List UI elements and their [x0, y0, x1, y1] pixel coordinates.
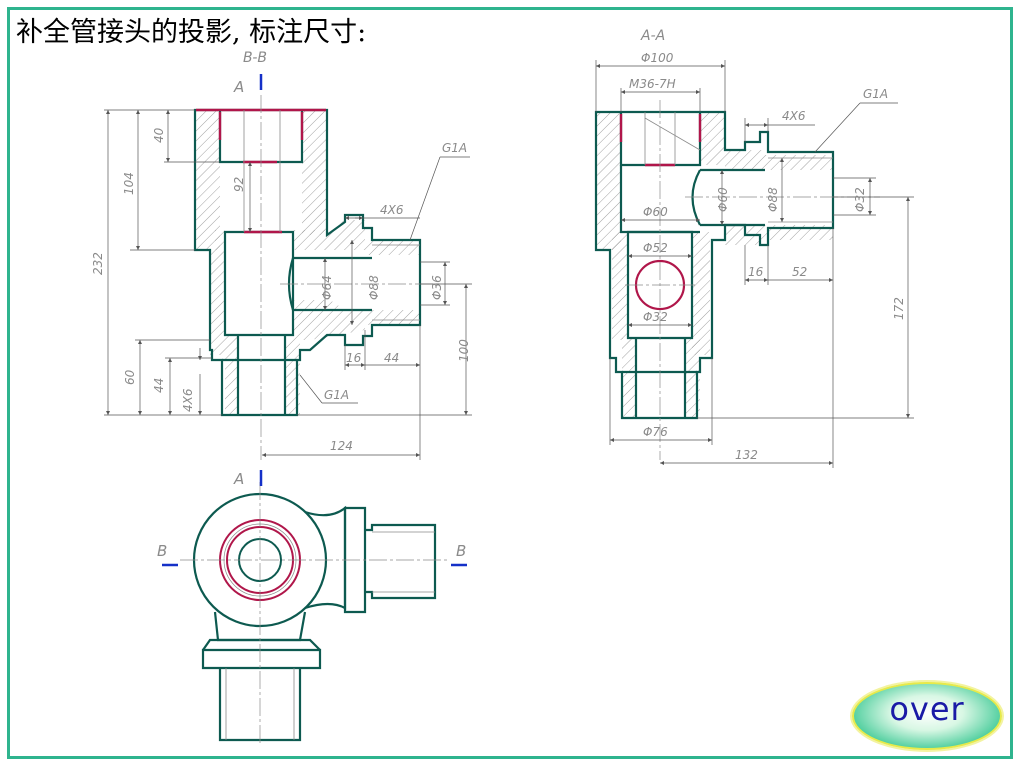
slide-frame: [7, 7, 1013, 759]
dim-172: 172: [892, 297, 906, 320]
dim-phi88: Φ88: [367, 275, 381, 300]
dim-232: 232: [91, 252, 105, 275]
section-label-aa: A-A: [640, 28, 665, 44]
dim-m36: M36-7H: [629, 77, 676, 91]
dim-40: 40: [152, 127, 166, 143]
dim-phi76: Φ76: [643, 425, 668, 439]
over-button-background: [852, 682, 1002, 750]
dim-132: 132: [735, 448, 758, 462]
right-section-view: A-A: [594, 28, 914, 468]
plan-section-mark-b-right: B: [456, 542, 466, 560]
over-button-label: over: [889, 690, 965, 728]
dim-phi32-right: Φ32: [853, 187, 867, 212]
dim-104: 104: [122, 172, 136, 195]
dim-phi100: Φ100: [641, 51, 674, 65]
left-section-view: A B-B: [91, 50, 472, 460]
dim-phi32: Φ32: [643, 310, 668, 324]
dim-phi60-horiz: Φ60: [643, 205, 668, 219]
dim-phi52: Φ52: [643, 241, 668, 255]
dim-phi36: Φ36: [430, 275, 444, 300]
plan-section-mark-b-left: B: [157, 542, 167, 560]
over-button[interactable]: over: [852, 682, 1002, 750]
dim-60: 60: [123, 369, 137, 385]
dim-92: 92: [232, 177, 246, 192]
dim-g1a-bottom: G1A: [324, 388, 349, 402]
dim-phi88: Φ88: [766, 187, 780, 212]
plan-section-mark-a: A: [233, 470, 244, 488]
section-label-bb: B-B: [243, 50, 267, 66]
dim-4x6: 4X6: [782, 109, 806, 123]
bottom-plan-view: A B B: [157, 470, 467, 745]
dim-16: 16: [748, 265, 764, 279]
dim-4x6-vert: 4X6: [181, 388, 195, 412]
dim-44-horiz: 44: [384, 351, 399, 365]
dim-44-vert: 44: [152, 378, 166, 393]
dim-phi64: Φ64: [320, 275, 334, 300]
dim-4x6-top: 4X6: [380, 203, 404, 217]
page-title: 补全管接头的投影, 标注尺寸:: [16, 17, 367, 48]
dim-52: 52: [792, 265, 807, 279]
section-mark-a: A: [233, 78, 244, 96]
dim-100: 100: [457, 339, 471, 362]
dim-g1a-top: G1A: [442, 141, 467, 155]
dim-g1a: G1A: [863, 87, 888, 101]
dim-phi60-vert: Φ60: [716, 187, 730, 212]
dim-16: 16: [346, 351, 362, 365]
dim-124: 124: [330, 439, 353, 453]
